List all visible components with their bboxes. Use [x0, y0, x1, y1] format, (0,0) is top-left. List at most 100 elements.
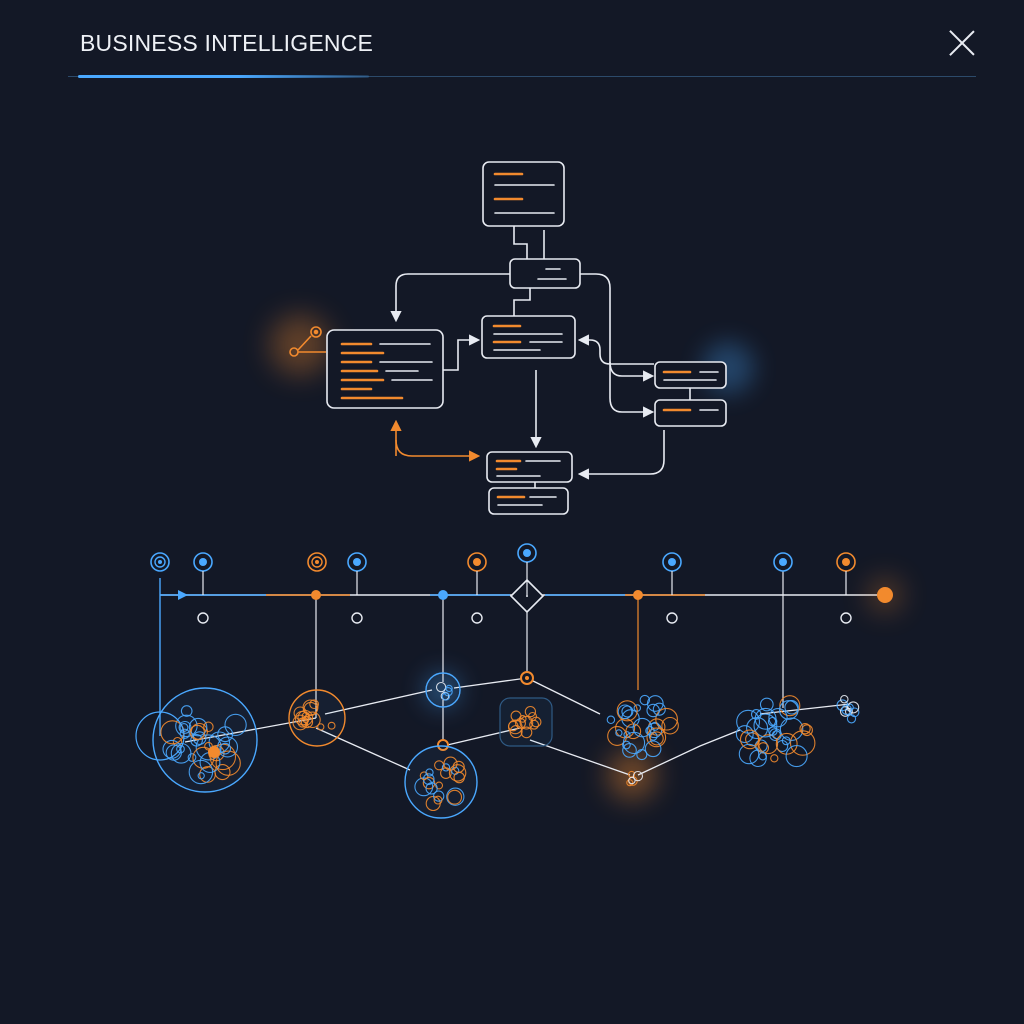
timeline: [159, 571, 901, 745]
cluster-bubble: [190, 733, 203, 747]
cluster-bubble: [162, 739, 182, 759]
decision-dot: [526, 595, 528, 597]
cluster-bubble: [636, 749, 648, 761]
milestone-node-core: [158, 560, 162, 564]
graph-node-a[interactable]: [437, 739, 449, 751]
cluster-links: [184, 677, 851, 776]
box-junction[interactable]: [509, 258, 581, 289]
cluster-bubble: [445, 684, 453, 693]
milestone-node-core: [315, 560, 319, 564]
cluster-bubble: [615, 718, 636, 739]
cluster-bubble: [327, 721, 336, 730]
data-cluster-icon: [152, 687, 258, 793]
cluster-bubble: [759, 697, 774, 712]
milestone-node-core: [353, 558, 361, 566]
cluster-bubble: [524, 705, 537, 718]
axis-dot-orange-1[interactable]: [311, 590, 321, 600]
box-bottom-lower[interactable]: [488, 487, 569, 515]
box-center[interactable]: [481, 315, 576, 359]
cluster-bubble: [770, 754, 779, 763]
cluster-bubble: [846, 714, 857, 724]
box-right-lower[interactable]: [654, 399, 727, 427]
cluster-bubble: [309, 699, 319, 710]
box-left[interactable]: [326, 329, 444, 409]
cluster-bubble: [735, 725, 754, 744]
milestone-node-inner: [154, 556, 166, 568]
cluster-bubble: [646, 727, 667, 748]
cluster-bubble: [750, 709, 762, 720]
link-node-icon: [289, 326, 326, 357]
axis-dot-blue-1[interactable]: [438, 590, 448, 600]
data-cluster-icon: [288, 689, 346, 747]
cluster-bubble: [616, 700, 638, 722]
cluster-bubble: [615, 729, 623, 737]
cluster-bubble: [622, 731, 646, 755]
cluster-bubble: [632, 770, 644, 782]
milestone-node-core: [523, 549, 531, 557]
cluster-bubble: [758, 734, 779, 755]
cluster-bubble: [529, 719, 540, 730]
box-bottom-upper[interactable]: [486, 451, 573, 483]
cluster-bubble: [425, 782, 438, 795]
milestone-node-core: [199, 558, 207, 566]
cluster-bubble: [799, 723, 811, 735]
cluster-bubble: [655, 707, 678, 731]
axis-dot-orange-2[interactable]: [633, 590, 643, 600]
milestone-lower-marker: [197, 612, 209, 624]
graph-node-b-core: [525, 676, 529, 680]
cluster-bubble: [801, 724, 813, 737]
box-text-lines: [340, 172, 719, 506]
cluster-bubble: [789, 730, 816, 756]
cluster-bubble: [300, 715, 314, 729]
cluster-bubble: [425, 768, 434, 777]
page-title: BUSINESS INTELLIGENCE: [80, 30, 374, 56]
cluster-bubble: [771, 730, 781, 740]
milestone-node-core: [842, 558, 850, 566]
cluster-bubble: [187, 753, 197, 762]
cluster-bubble: [639, 694, 651, 706]
milestone-node-icon: [150, 552, 170, 572]
milestone-lower-marker: [351, 612, 363, 624]
milestone-lower-marker: [471, 612, 483, 624]
cluster-bubble: [754, 739, 768, 753]
cluster-bubble: [745, 732, 760, 747]
glow-node: [424, 672, 460, 708]
connector-j: [577, 430, 665, 480]
cluster-bubble: [617, 704, 633, 720]
box-right-upper[interactable]: [654, 361, 727, 389]
cluster-bubble: [784, 700, 799, 715]
cluster-bubble: [646, 703, 660, 718]
data-cluster-icon: [404, 745, 478, 819]
cluster-ring: [135, 711, 185, 761]
cluster-bubble: [606, 715, 616, 725]
cluster-bubble: [197, 772, 205, 780]
glow-left: [270, 315, 330, 375]
milestone-node-icon: [773, 552, 793, 572]
cluster-bubble: [443, 687, 453, 697]
cluster-bubble: [785, 745, 808, 768]
cluster-bubble: [441, 763, 451, 772]
connector-e: [609, 362, 655, 418]
cluster-bubble: [453, 771, 465, 784]
data-clusters: [135, 672, 860, 819]
cluster-bubble: [219, 742, 232, 755]
box-top[interactable]: [482, 161, 565, 227]
milestone-lower-marker: [840, 612, 852, 624]
cluster-highlight: [208, 746, 220, 758]
cluster-bubble: [779, 717, 804, 741]
milestone-lower-marker: [666, 612, 678, 624]
cluster-bubble: [626, 779, 634, 787]
cluster-bubble: [188, 717, 208, 737]
milestone-markers: [150, 543, 856, 624]
cluster-bubble: [215, 750, 241, 776]
cluster-bubble: [433, 795, 443, 805]
connector-d: [580, 273, 655, 382]
connector-g: [443, 334, 481, 371]
cluster-bubble: [779, 695, 801, 717]
milestone-node-core: [668, 558, 676, 566]
cluster-bubble: [781, 736, 791, 746]
cluster-bubble: [738, 743, 760, 765]
cluster-bubble: [165, 744, 182, 761]
cluster-bubble: [847, 701, 860, 714]
